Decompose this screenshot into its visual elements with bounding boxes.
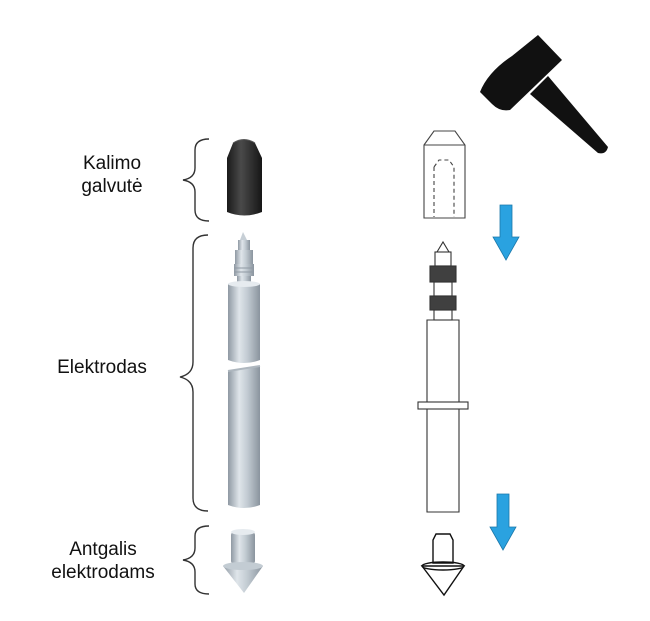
- hammer-icon: [480, 35, 608, 154]
- bracket-tip: [182, 525, 210, 595]
- tip-label-line1: Antgalis: [69, 539, 137, 560]
- bracket-driving-head: [182, 138, 210, 222]
- driving-head-photo: [227, 139, 262, 216]
- arrow-down-icon: [492, 204, 520, 261]
- arrow-down-icon: [489, 493, 517, 551]
- electrode-outline: [417, 240, 469, 513]
- tip-outline: [420, 533, 466, 597]
- tip-label: Antgalis elektrodams: [44, 538, 162, 584]
- driving-head-outline: [423, 130, 466, 219]
- electrode-photo: [227, 232, 261, 508]
- tip-label-line2: elektrodams: [51, 562, 155, 583]
- electrode-label: Elektrodas: [57, 357, 147, 378]
- driving-head-label-line1: Kalimo: [82, 153, 142, 174]
- driving-head-label: Kalimo galvutė: [62, 152, 162, 198]
- bracket-electrode: [179, 234, 209, 512]
- driving-head-label-line2: galvutė: [81, 176, 143, 197]
- tip-photo: [223, 529, 263, 593]
